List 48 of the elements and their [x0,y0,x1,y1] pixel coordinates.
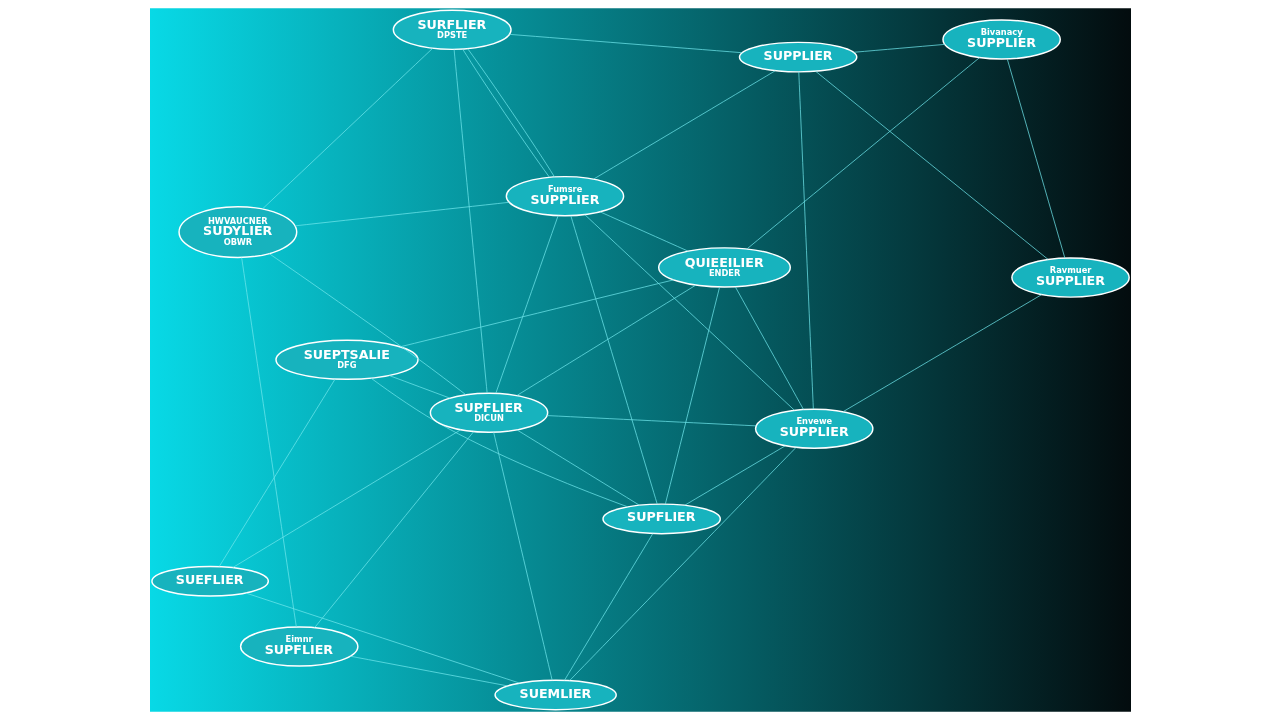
connector [584,214,795,411]
connector [313,431,474,628]
node-ellipse: SURFLIER DPSTE [392,9,512,51]
connector [268,253,466,395]
connector [563,533,653,681]
connector [570,215,658,505]
node-ellipse: SUPPLIER [738,41,857,73]
connector [568,447,796,681]
connector [399,279,674,348]
node-ellipse: SUPFLIER [601,503,721,535]
connector [508,34,743,54]
connector [746,57,980,250]
node-ellipse: SUPFLIER DICUN [429,392,548,433]
connector [516,284,696,396]
node-ellipse: QUIEEILIER ENDER [657,247,791,288]
connector [814,70,1048,260]
node-ellipse: Envewe SUPPLIER [754,408,874,449]
connector [842,294,1042,412]
connector [516,429,640,506]
connector [453,49,487,394]
node-ellipse: Ravmuer SUPPLIER [1010,257,1130,298]
connector [683,445,786,506]
connector [797,71,814,410]
connector [546,415,757,427]
connector [734,286,804,410]
connector [370,378,628,508]
connector [240,257,297,628]
connector [218,378,335,567]
node-ellipse: SUEMLIER [493,679,617,711]
node-ellipse: SUEFLIER [150,565,269,597]
connector [231,429,461,568]
connector [349,655,508,687]
connector [592,70,775,180]
connector [852,44,945,53]
connector [1006,58,1065,259]
node-ellipse: Eimnr SUPFLIER [239,626,359,667]
node-ellipse: Bivanacy SUPPLIER [941,19,1061,60]
connector [599,211,688,252]
connector [492,432,553,681]
connector [261,48,433,210]
connector [244,592,520,684]
connector [388,375,450,399]
node-ellipse: Fumsre SUPPLIER [505,175,624,217]
connector [294,201,510,227]
connector [664,286,720,505]
node-ellipse: SUEPTSALIE DFG [274,339,419,381]
node-ellipse: HWVAUCNER SUDYLIER OBWR [177,206,297,259]
connector [495,215,558,394]
